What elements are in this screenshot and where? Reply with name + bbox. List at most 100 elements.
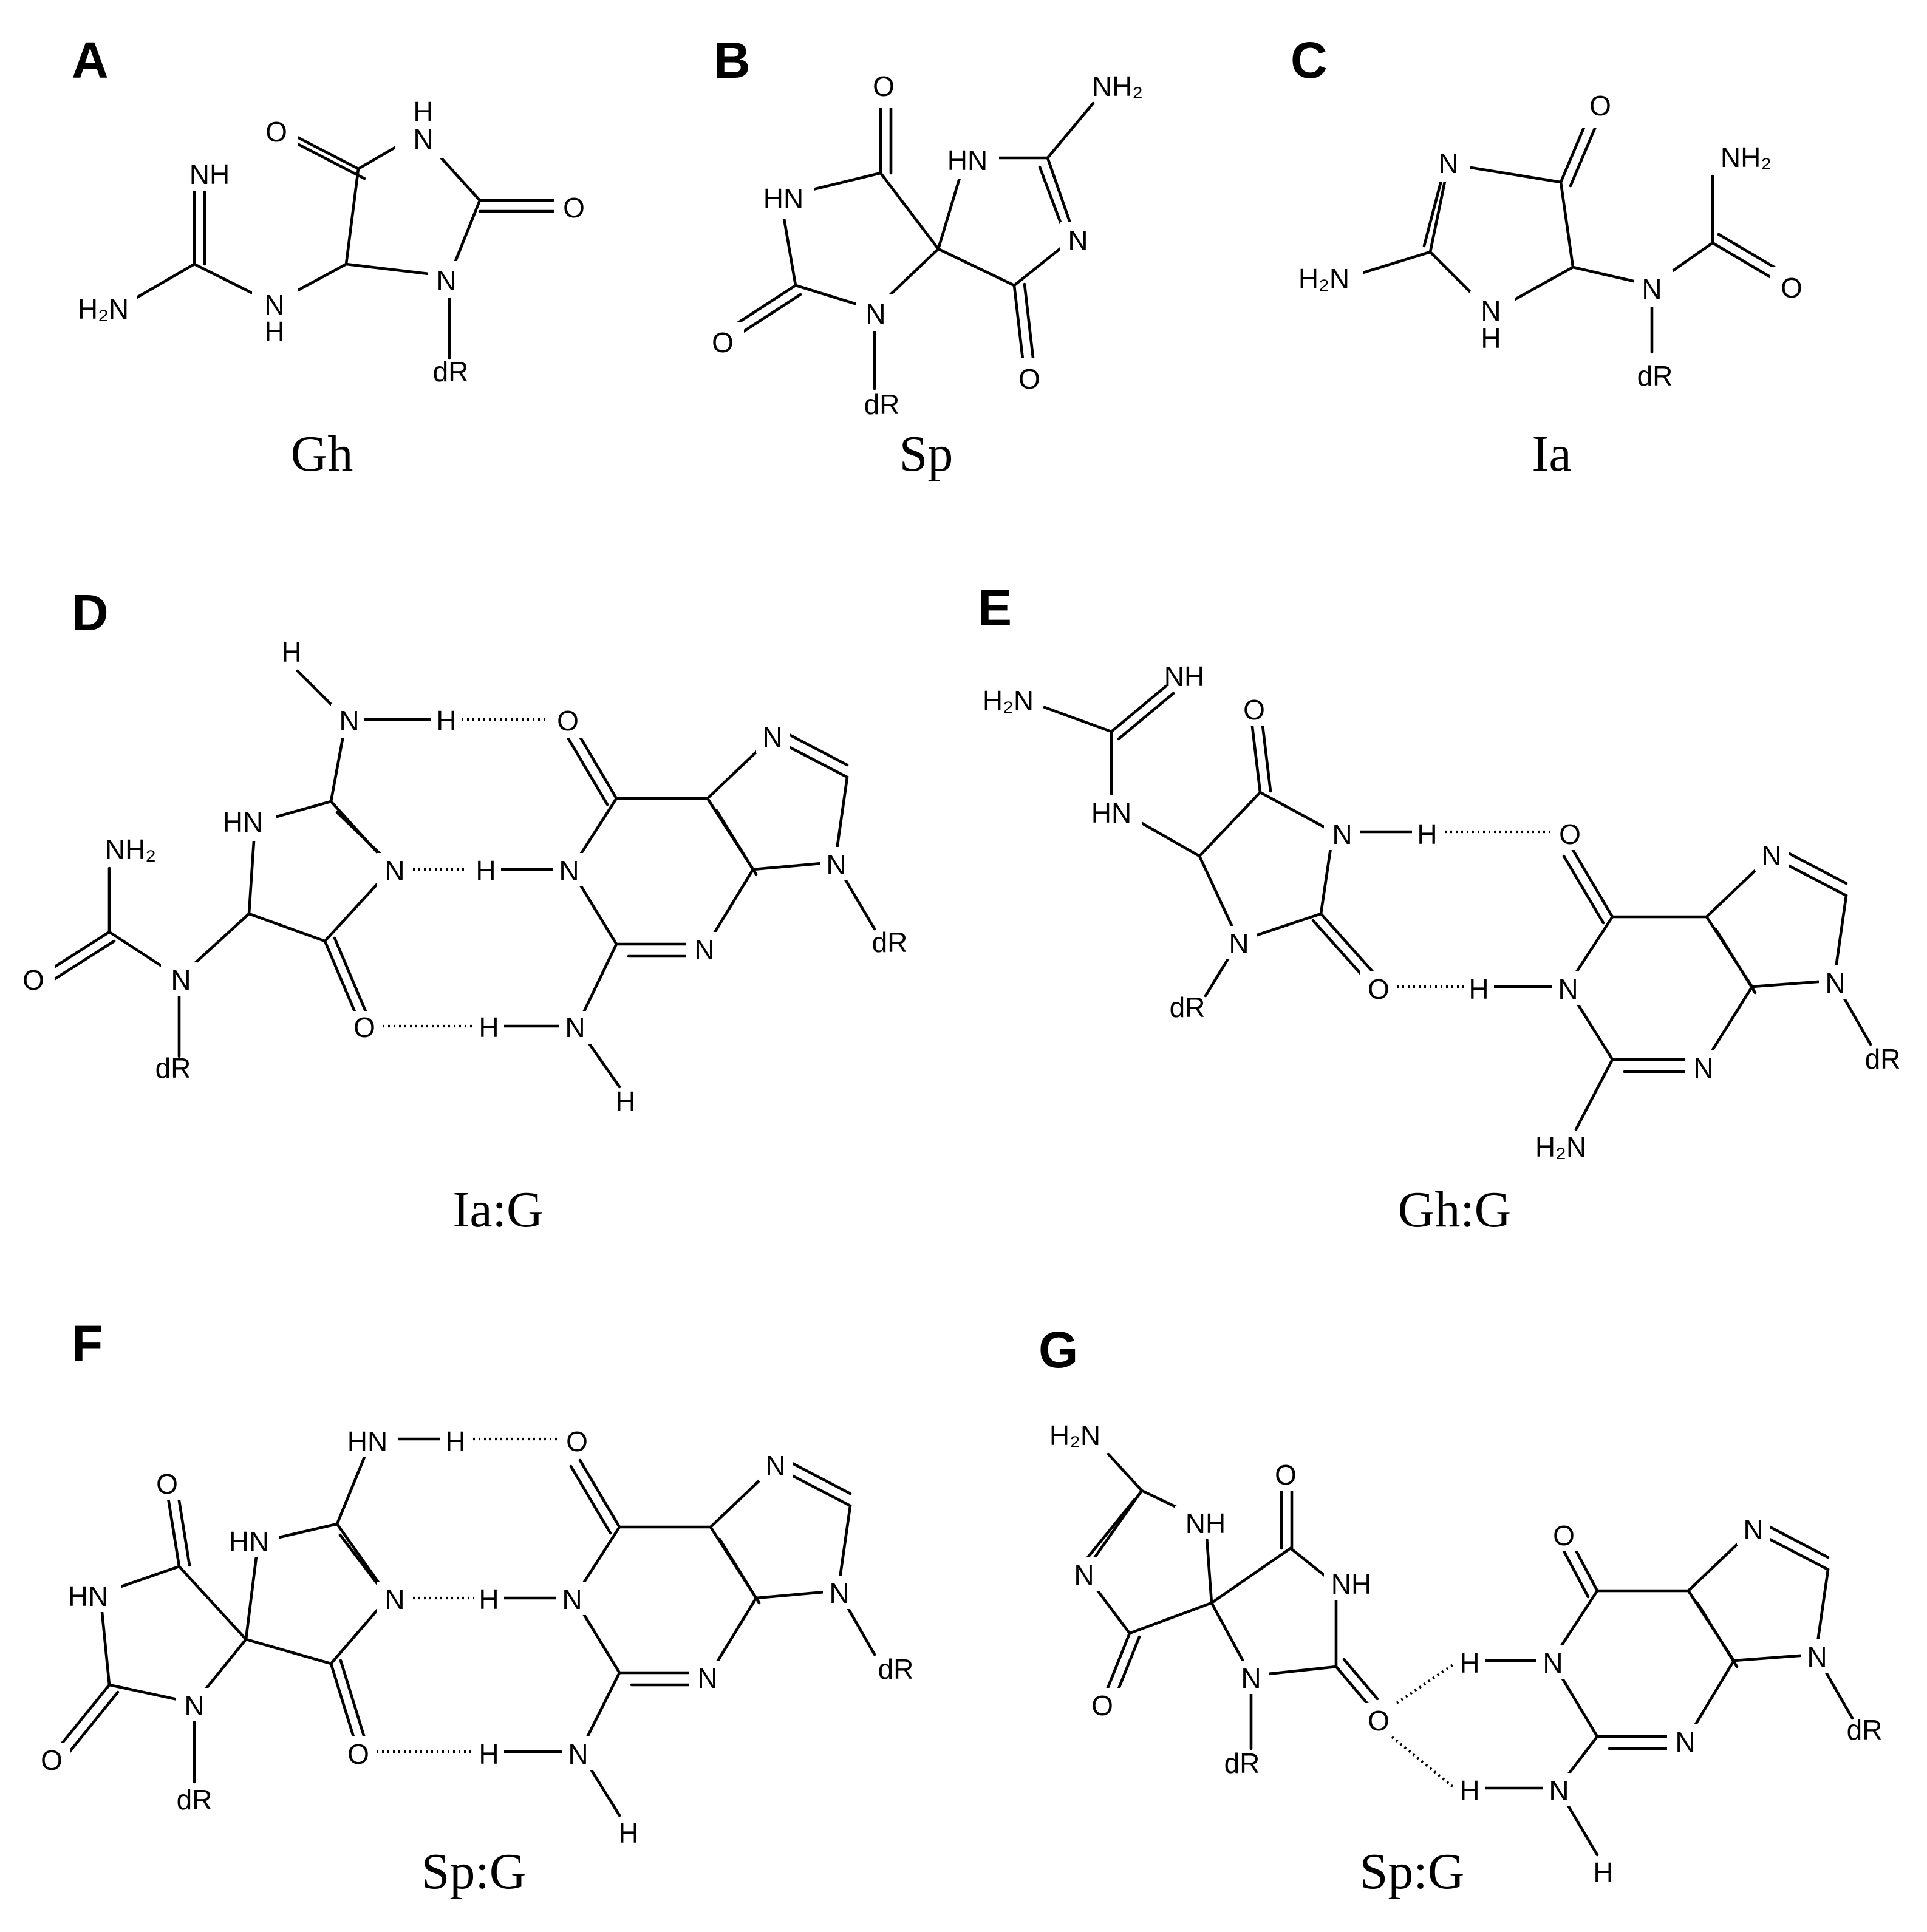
atom-n: N xyxy=(1068,225,1088,256)
atom-nh2: NH₂ xyxy=(105,834,156,865)
atom-o: O xyxy=(41,1744,63,1776)
atom-h: H xyxy=(479,1012,499,1043)
atom-n: N xyxy=(865,298,885,330)
atom-h: H xyxy=(1459,1647,1479,1679)
atom-n: N xyxy=(264,289,284,321)
atom-h2n: H₂N xyxy=(983,685,1034,716)
caption-d: Ia:G xyxy=(452,1182,543,1238)
atom-dr: dR xyxy=(872,927,908,958)
atom-h2n: H₂N xyxy=(78,293,129,325)
atom-n: N xyxy=(1074,1559,1094,1591)
atom-o: O xyxy=(563,192,585,223)
atom-n: N xyxy=(339,705,359,736)
molecule-sp-g-pair-g: H₂N O NH NH N N O dR O H N H N H xyxy=(1049,1420,1883,1888)
atom-n: N xyxy=(565,1012,585,1043)
atom-n: N xyxy=(1543,1647,1563,1679)
atom-n: N xyxy=(562,1583,582,1615)
atom-o: O xyxy=(566,1426,588,1457)
atom-h: H xyxy=(479,1583,499,1615)
atom-o: O xyxy=(873,70,895,102)
caption-b: Sp xyxy=(899,426,953,482)
atom-nh: NH xyxy=(1164,661,1204,692)
atom-n: N xyxy=(1332,818,1352,850)
atom-hn: HN xyxy=(347,1426,387,1457)
atom-o: O xyxy=(22,964,44,996)
atom-o: O xyxy=(1243,694,1265,726)
atom-h: H xyxy=(618,1817,638,1849)
atom-o: O xyxy=(353,1012,375,1043)
atom-h: H xyxy=(1593,1857,1613,1888)
atom-h: H xyxy=(413,96,433,128)
molecule-sp-g-pair-f: HN H O O HN HN N H N N N N dR N xyxy=(33,1424,913,1849)
atom-o: O xyxy=(1368,1705,1390,1736)
atom-hn: HN xyxy=(763,183,803,214)
atom-n: N xyxy=(568,1738,588,1770)
atom-hn: HN xyxy=(1091,797,1131,829)
molecule-gh: O H N O N dR N H NH H₂N xyxy=(70,91,596,387)
atom-n: N xyxy=(1549,1775,1569,1806)
atom-h: H xyxy=(445,1426,465,1457)
atom-h: H xyxy=(615,1086,635,1117)
atom-n: N xyxy=(1229,928,1249,959)
atom-o: O xyxy=(1368,973,1390,1005)
atom-n: N xyxy=(1825,967,1845,999)
atom-n: N xyxy=(1241,1662,1261,1694)
atom-h: H xyxy=(1459,1775,1479,1806)
panel-letter-d: D xyxy=(72,584,109,641)
atom-nh: NH xyxy=(189,158,230,190)
atom-dr: dR xyxy=(1170,992,1206,1023)
panel-letter-e: E xyxy=(978,579,1012,636)
panel-letter-g: G xyxy=(1039,1321,1078,1378)
atom-hn: HN xyxy=(947,145,987,176)
caption-a: Gh xyxy=(291,426,353,482)
atom-o: O xyxy=(1559,818,1581,850)
atom-h: H xyxy=(281,636,301,668)
atom-o: O xyxy=(265,116,287,148)
atom-n: N xyxy=(697,1662,717,1694)
atom-h: H xyxy=(479,1738,499,1770)
atom-o: O xyxy=(712,327,734,358)
atom-n: N xyxy=(384,855,404,886)
atom-n: N xyxy=(413,123,433,155)
molecule-ia: N O N H H₂N N dR NH₂ O xyxy=(1291,85,1813,392)
atom-n: N xyxy=(559,855,579,886)
atom-o: O xyxy=(347,1738,369,1770)
atom-n: N xyxy=(1675,1726,1695,1758)
atom-dr: dR xyxy=(1224,1747,1260,1779)
panel-letter-c: C xyxy=(1291,32,1328,89)
molecule-ia-g-pair: H N H O H N N H N N N N dR O H xyxy=(18,636,907,1117)
atom-dr: dR xyxy=(433,356,469,387)
atom-dr: dR xyxy=(1847,1714,1883,1746)
atom-o: O xyxy=(1781,272,1803,304)
atom-n: N xyxy=(184,1690,204,1721)
atom-nh2: NH₂ xyxy=(1721,141,1772,173)
atom-h: H xyxy=(476,855,496,886)
atom-dr: dR xyxy=(864,389,900,420)
atom-nh2: NH₂ xyxy=(1092,70,1143,102)
atom-n: N xyxy=(826,849,846,880)
atom-dr: dR xyxy=(878,1653,914,1685)
atom-n: N xyxy=(1743,1514,1763,1545)
panel-letter-a: A xyxy=(72,32,109,89)
atom-n: N xyxy=(762,721,782,753)
atom-dr: dR xyxy=(1637,360,1673,392)
atom-nh: NH xyxy=(1185,1508,1226,1539)
atom-dr: dR xyxy=(1865,1043,1901,1075)
atom-o: O xyxy=(1091,1690,1113,1721)
caption-c: Ia xyxy=(1532,426,1571,482)
atom-hn: HN xyxy=(229,1526,269,1557)
atom-h: H xyxy=(264,316,284,347)
atom-h: H xyxy=(436,705,456,736)
caption-f: Sp:G xyxy=(421,1843,527,1900)
atom-n: N xyxy=(1642,273,1662,305)
atom-n: N xyxy=(1761,840,1781,871)
atom-dr: dR xyxy=(155,1052,191,1084)
atom-h2n: H₂N xyxy=(1049,1420,1100,1451)
atom-n: N xyxy=(1807,1641,1827,1673)
atom-n: N xyxy=(1481,295,1501,327)
atom-n: N xyxy=(694,934,714,965)
atom-h2n: H₂N xyxy=(1298,263,1349,294)
atom-n: N xyxy=(1558,973,1578,1005)
atom-o: O xyxy=(156,1468,178,1500)
atom-n: N xyxy=(436,265,456,296)
